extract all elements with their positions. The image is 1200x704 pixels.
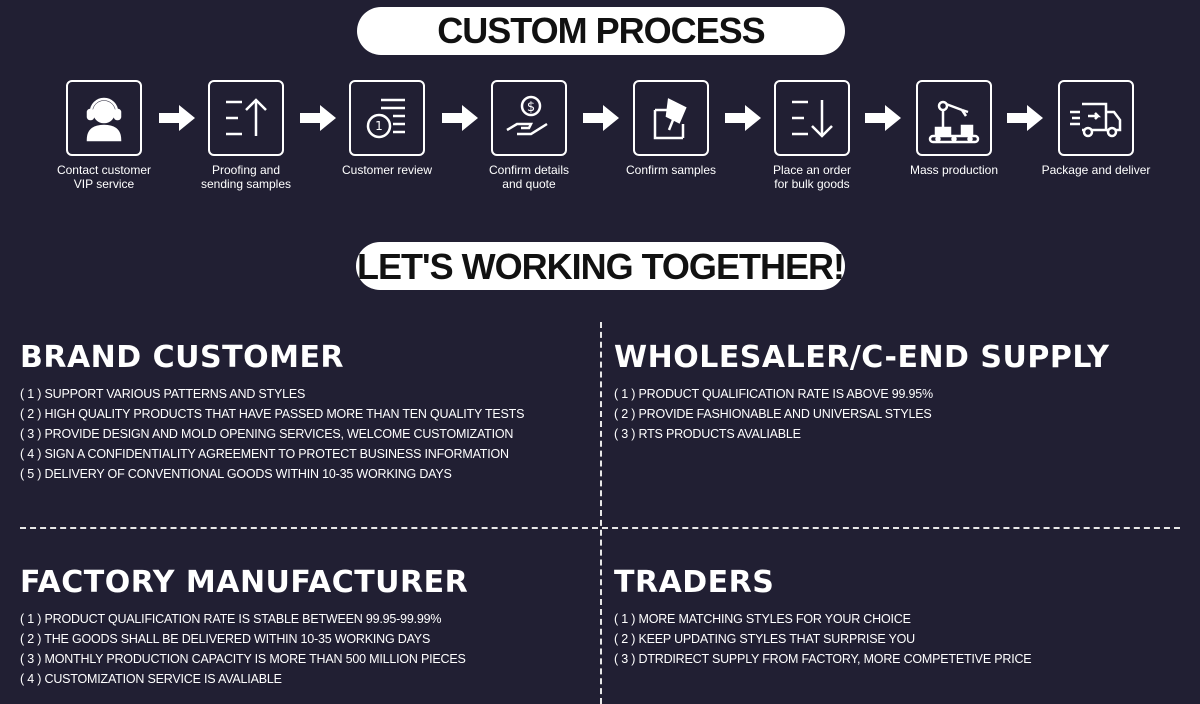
- list-item: ( 1 ) PRODUCT QUALIFICATION RATE IS ABOV…: [614, 387, 933, 401]
- delivery-truck-icon: [1058, 80, 1134, 156]
- step-contact-customer: Contact customer VIP service: [29, 80, 179, 191]
- list-item: ( 3 ) DTRDIRECT SUPPLY FROM FACTORY, MOR…: [614, 652, 1032, 666]
- order-icon: [774, 80, 850, 156]
- list-item: ( 2 ) PROVIDE FASHIONABLE AND UNIVERSAL …: [614, 407, 932, 421]
- quote-icon: $: [491, 80, 567, 156]
- list-item: ( 2 ) KEEP UPDATING STYLES THAT SURPRISE…: [614, 632, 916, 646]
- step-package-deliver: Package and deliver: [1021, 80, 1171, 177]
- step-label: Package and deliver: [1041, 163, 1151, 177]
- step-confirm-details: $ Confirm details and quote: [454, 80, 604, 191]
- step-mass-production: Mass production: [879, 80, 1029, 177]
- arrow-right-icon: [583, 105, 619, 131]
- arrow-right-icon: [159, 105, 195, 131]
- step-customer-review: 1 Customer review: [312, 80, 462, 177]
- step-label: Customer review: [341, 163, 433, 177]
- svg-text:$: $: [527, 100, 535, 115]
- sample-tag-icon: [633, 80, 709, 156]
- step-proofing: Proofing and sending samples: [171, 80, 321, 191]
- section-title: FACTORY MANUFACTURER: [20, 565, 469, 600]
- list-item: ( 2 ) THE GOODS SHALL BE DELIVERED WITHI…: [20, 632, 431, 646]
- step-label: Contact customer VIP service: [56, 163, 152, 191]
- brand-customer-section: BRAND CUSTOMER ( 1 ) SUPPORT VARIOUS PAT…: [20, 341, 524, 484]
- horizontal-divider: [20, 527, 1180, 529]
- review-icon: 1: [349, 80, 425, 156]
- list-item: ( 1 ) MORE MATCHING STYLES FOR YOUR CHOI…: [614, 612, 911, 626]
- step-place-order: Place an order for bulk goods: [737, 80, 887, 191]
- list-item: ( 5 ) DELIVERY OF CONVENTIONAL GOODS WIT…: [20, 467, 452, 481]
- wholesaler-section: WHOLESALER/C-END SUPPLY ( 1 ) PRODUCT QU…: [614, 341, 1110, 444]
- arrow-right-icon: [442, 105, 478, 131]
- factory-manufacturer-section: FACTORY MANUFACTURER ( 1 ) PRODUCT QUALI…: [20, 566, 468, 689]
- section-title: BRAND CUSTOMER: [20, 340, 345, 375]
- step-label: Confirm details and quote: [488, 163, 570, 191]
- list-item: ( 3 ) PROVIDE DESIGN AND MOLD OPENING SE…: [20, 427, 514, 441]
- section-title: WHOLESALER/C-END SUPPLY: [614, 340, 1110, 375]
- working-together-banner: LET'S WORKING TOGETHER!: [356, 242, 845, 290]
- step-confirm-samples: Confirm samples: [596, 80, 746, 177]
- list-item: ( 4 ) SIGN A CONFIDENTIALITY AGREEMENT T…: [20, 447, 509, 461]
- step-label: Confirm samples: [625, 163, 717, 177]
- arrow-right-icon: [1007, 105, 1043, 131]
- list-item: ( 4 ) CUSTOMIZATION SERVICE IS AVALIABLE: [20, 672, 282, 686]
- section-title: TRADERS: [614, 565, 775, 600]
- arrow-right-icon: [725, 105, 761, 131]
- step-label: Place an order for bulk goods: [772, 163, 852, 191]
- arrow-right-icon: [865, 105, 901, 131]
- step-label: Mass production: [909, 163, 999, 177]
- vertical-divider: [600, 322, 602, 704]
- list-item: ( 1 ) PRODUCT QUALIFICATION RATE IS STAB…: [20, 612, 442, 626]
- svg-text:1: 1: [375, 119, 383, 133]
- list-item: ( 3 ) MONTHLY PRODUCTION CAPACITY IS MOR…: [20, 652, 466, 666]
- customer-service-icon: [66, 80, 142, 156]
- traders-section: TRADERS ( 1 ) MORE MATCHING STYLES FOR Y…: [614, 565, 1032, 669]
- custom-process-title: CUSTOM PROCESS: [357, 7, 845, 55]
- upload-icon: [208, 80, 284, 156]
- arrow-right-icon: [300, 105, 336, 131]
- step-label: Proofing and sending samples: [200, 163, 292, 191]
- list-item: ( 1 ) SUPPORT VARIOUS PATTERNS AND STYLE…: [20, 387, 306, 401]
- robot-arm-icon: [916, 80, 992, 156]
- list-item: ( 3 ) RTS PRODUCTS AVALIABLE: [614, 427, 801, 441]
- list-item: ( 2 ) HIGH QUALITY PRODUCTS THAT HAVE PA…: [20, 407, 525, 421]
